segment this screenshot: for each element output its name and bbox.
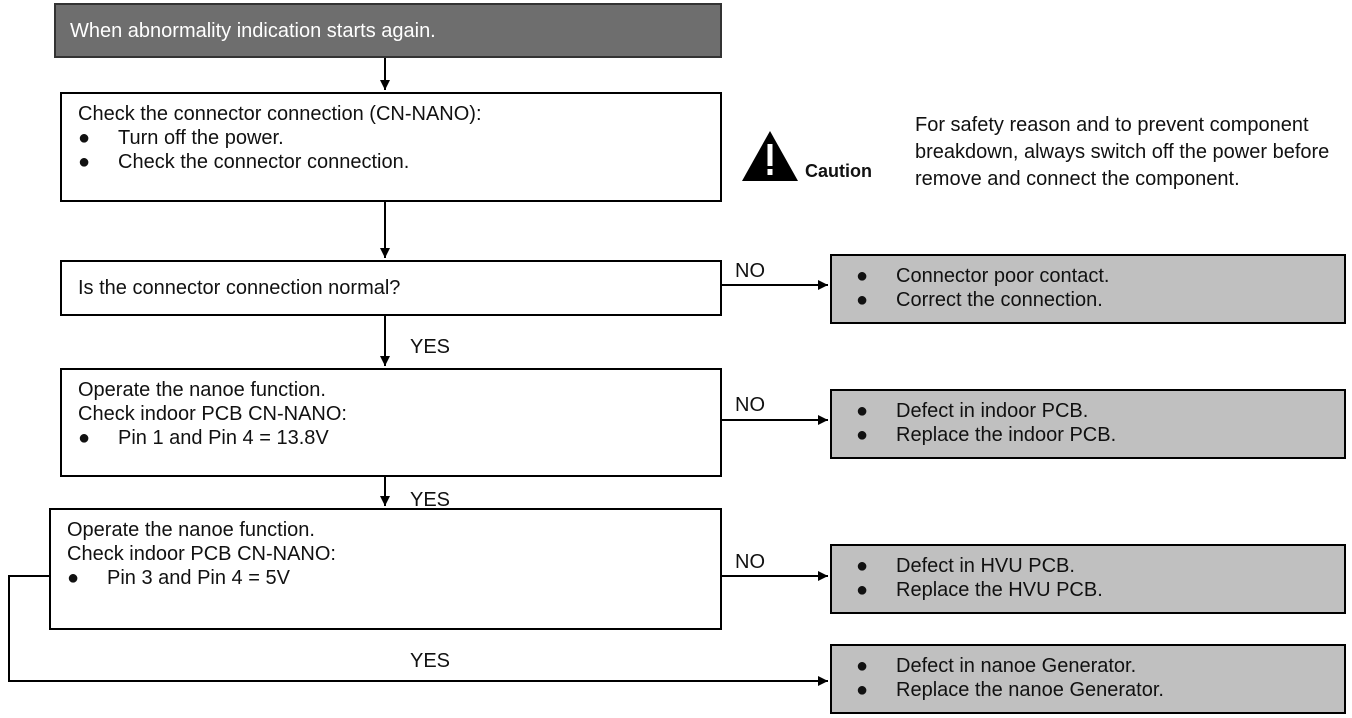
list-item: ● Correct the connection. <box>856 289 1103 311</box>
bullet-icon: ● <box>856 424 869 446</box>
caution-text: For safety reason and to prevent compone… <box>915 114 1330 190</box>
hvu-pcb-line2: Check indoor PCB CN-NANO: <box>67 543 336 565</box>
yes-label: YES <box>410 489 451 511</box>
bullet-icon: ● <box>856 289 869 311</box>
list-item: ● Defect in HVU PCB. <box>856 555 1075 577</box>
arrow-hvu-yes <box>8 575 828 686</box>
hvu-pcb-defect-box: ● Defect in HVU PCB. ● Replace the HVU P… <box>830 544 1346 614</box>
list-item: ● Defect in indoor PCB. <box>856 400 1089 422</box>
yes-label: YES <box>410 336 451 358</box>
indoor-pcb-line2: Check indoor PCB CN-NANO: <box>78 403 347 425</box>
hvu-pcb-line1: Operate the nanoe function. <box>67 519 315 541</box>
indoor-pcb-defect-box: ● Defect in indoor PCB. ● Replace the in… <box>830 389 1346 459</box>
list-item: ● Turn off the power. <box>78 127 284 149</box>
list-item: ● Connector poor contact. <box>856 265 1110 287</box>
indoor-pcb-check-box: Operate the nanoe function. Check indoor… <box>60 368 722 477</box>
indoor-pcb-line1: Operate the nanoe function. <box>78 379 326 401</box>
start-text: When abnormality indication starts again… <box>70 19 436 42</box>
list-item: ● Check the connector connection. <box>78 151 410 173</box>
connector-question-box: Is the connector connection normal? <box>60 260 722 316</box>
no-label: NO <box>735 260 765 282</box>
warning-triangle-icon <box>742 131 798 181</box>
bullet-icon: ● <box>78 127 91 149</box>
bullet-icon: ● <box>856 679 869 701</box>
list-item: ● Replace the HVU PCB. <box>856 579 1103 601</box>
yes-label: YES <box>410 650 451 672</box>
no-label: NO <box>735 394 765 416</box>
list-item: ● Pin 1 and Pin 4 = 13.8V <box>78 427 329 449</box>
bullet-icon: ● <box>856 579 869 601</box>
list-item: ● Defect in nanoe Generator. <box>856 655 1137 677</box>
check-connector-title: Check the connector connection (CN-NANO)… <box>78 103 482 125</box>
nanoe-generator-defect-box: ● Defect in nanoe Generator. ● Replace t… <box>830 644 1346 714</box>
list-item: ● Replace the indoor PCB. <box>856 424 1117 446</box>
bullet-icon: ● <box>78 151 91 173</box>
connector-poor-contact-box: ● Connector poor contact. ● Correct the … <box>830 254 1346 324</box>
bullet-icon: ● <box>856 265 869 287</box>
list-item: ● Replace the nanoe Generator. <box>856 679 1164 701</box>
bullet-icon: ● <box>78 427 91 449</box>
connector-question-text: Is the connector connection normal? <box>78 277 401 299</box>
no-label: NO <box>735 551 765 573</box>
bullet-icon: ● <box>67 567 80 589</box>
check-connector-box: Check the connector connection (CN-NANO)… <box>60 92 722 202</box>
list-item: ● Pin 3 and Pin 4 = 5V <box>67 567 290 589</box>
start-box: When abnormality indication starts again… <box>54 3 722 58</box>
bullet-icon: ● <box>856 555 869 577</box>
hvu-pcb-check-box: Operate the nanoe function. Check indoor… <box>49 508 722 630</box>
caution-label: Caution <box>805 161 872 181</box>
bullet-icon: ● <box>856 400 869 422</box>
bullet-icon: ● <box>856 655 869 677</box>
